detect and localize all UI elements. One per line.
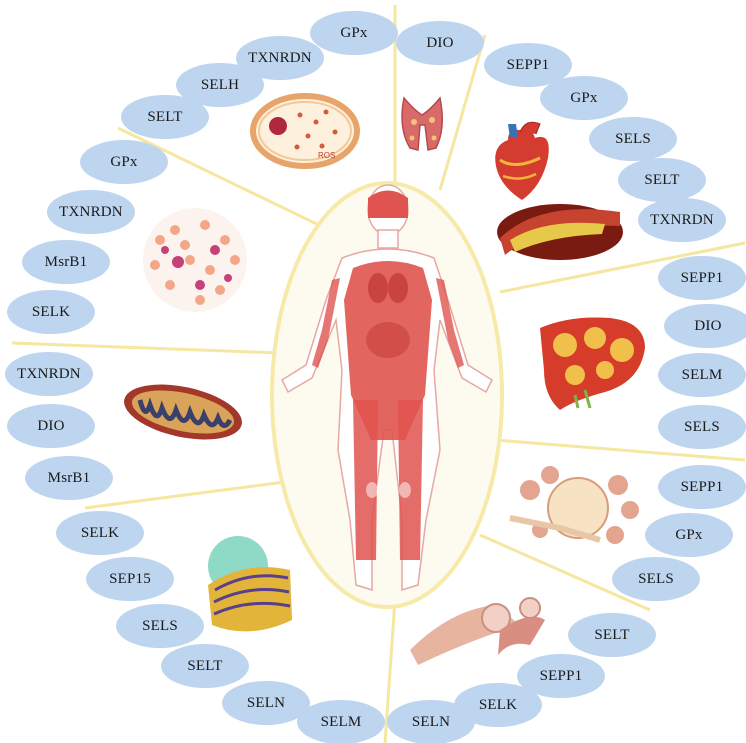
pancreas-icon	[510, 466, 639, 544]
protein-pill-immune-msrb1: MsrB1	[22, 240, 110, 284]
blood-cells-icon	[143, 208, 247, 312]
protein-pill-er-selt: SELT	[161, 644, 249, 688]
protein-pill-er-sels: SELS	[116, 604, 204, 648]
protein-pill-mito-txnrdn: TXNRDN	[5, 352, 93, 396]
protein-pill-mito-msrb1: MsrB1	[25, 456, 113, 500]
protein-pill-er-seln: SELN	[222, 681, 310, 725]
protein-pill-liver-dio: DIO	[664, 304, 746, 348]
ros-cell-icon: ROS	[253, 96, 357, 166]
protein-pill-pancreas-sels: SELS	[612, 557, 700, 601]
protein-pill-muscle-selt: SELT	[568, 613, 656, 657]
mitochondrion-icon	[119, 375, 247, 449]
protein-pill-cardio-txnrdn: TXNRDN	[638, 198, 726, 242]
protein-pill-liver-selm: SELM	[658, 353, 746, 397]
ros-label: ROS	[318, 151, 335, 160]
protein-pill-immune-gpx: GPx	[80, 140, 168, 184]
protein-pill-pancreas-gpx: GPx	[645, 513, 733, 557]
thyroid-icon	[402, 98, 442, 150]
golgi-er-icon	[208, 536, 292, 631]
muscle-icon	[410, 598, 545, 665]
liver-icon	[540, 317, 645, 410]
protein-pill-cardio-selt: SELT	[618, 158, 706, 202]
protein-pill-er-selm: SELM	[297, 700, 385, 743]
protein-pill-pancreas-sepp1: SEPP1	[658, 465, 746, 509]
protein-pill-cardio-gpx: GPx	[540, 76, 628, 120]
protein-pill-oxidative-selt: SELT	[121, 95, 209, 139]
protein-pill-er-sep15: SEP15	[86, 557, 174, 601]
protein-pill-immune-selk: SELK	[7, 290, 95, 334]
artery-icon	[497, 204, 623, 260]
protein-pill-er-selk: SELK	[56, 511, 144, 555]
heart-icon	[495, 122, 549, 200]
protein-pill-thyroid-dio: DIO	[396, 21, 484, 65]
protein-pill-liver-sepp1: SEPP1	[658, 256, 746, 300]
protein-pill-oxidative-gpx: GPx	[310, 11, 398, 55]
protein-pill-mito-dio: DIO	[7, 404, 95, 448]
protein-pill-cardio-sels: SELS	[589, 117, 677, 161]
protein-pill-muscle-seln: SELN	[387, 700, 475, 743]
protein-pill-immune-txnrdn: TXNRDN	[47, 190, 135, 234]
protein-pill-liver-sels: SELS	[658, 405, 746, 449]
